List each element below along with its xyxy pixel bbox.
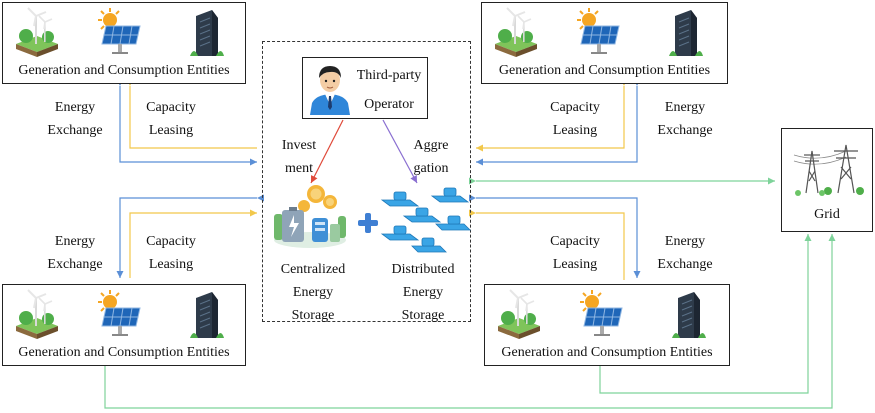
storage-container (262, 41, 471, 322)
battery-storage-icon (274, 185, 346, 248)
bl-grid-line (101, 234, 836, 409)
operator-label: Third-party Operator (356, 68, 422, 112)
wind-turbine-icon (498, 289, 540, 339)
entity-label: Generation and Consumption Entities (498, 63, 711, 78)
building-icon (672, 292, 706, 338)
solar-panel-icon (577, 8, 620, 54)
plus-icon (358, 213, 378, 233)
solar-panel-icon (98, 8, 141, 54)
grid-box: Grid (781, 128, 873, 232)
aggregation-arrow (382, 119, 418, 184)
wind-turbine-icon (16, 289, 58, 339)
entity-label: Generation and Consumption Entities (501, 345, 713, 360)
entity-label: Generation and Consumption Entities (18, 63, 230, 78)
building-icon (190, 292, 224, 338)
grid-label: Grid (814, 207, 840, 222)
operator-box: Third-party Operator (302, 57, 428, 119)
tl-capacity-line (126, 78, 257, 149)
building-icon (669, 10, 703, 56)
tl-energy-line (116, 78, 257, 166)
solar-panel-icon (580, 290, 623, 336)
investment-arrow (310, 119, 344, 184)
tr-energy-line (476, 78, 641, 166)
distributed-storage-icon (380, 187, 471, 253)
building-icon (190, 10, 224, 56)
solar-panel-icon (98, 290, 141, 336)
person-icon (310, 66, 350, 115)
entity-label: Generation and Consumption Entities (18, 345, 230, 360)
wind-turbine-icon (495, 7, 537, 57)
wind-turbine-icon (16, 7, 58, 57)
power-tower-icon (793, 144, 864, 196)
